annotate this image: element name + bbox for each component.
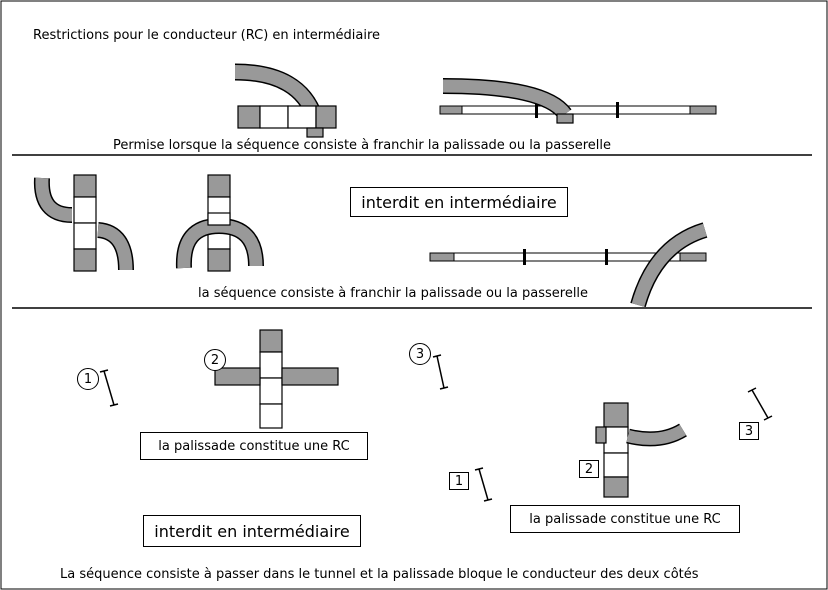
section2-caption: la séquence consiste à franchir la palis… bbox=[198, 286, 589, 301]
handler-marker-sq1 bbox=[474, 467, 484, 471]
tunnel-mouth bbox=[556, 113, 574, 124]
forbidden-label-box: interdit en intermédiaire bbox=[350, 187, 568, 217]
tunnel-body-right bbox=[281, 367, 339, 386]
walkway-end-left bbox=[429, 252, 455, 262]
section3-cross-tunnel bbox=[214, 329, 339, 429]
palisade-rc-box-right: la palissade constitue une RC bbox=[510, 505, 740, 533]
palisade-panel bbox=[259, 351, 283, 379]
handler-marker-sq1 bbox=[483, 498, 493, 502]
section3-right-tunnel bbox=[595, 402, 687, 498]
handler-marker-sq3 bbox=[751, 389, 769, 419]
palisade-panel bbox=[287, 105, 317, 129]
tunnel-body-left bbox=[214, 367, 261, 386]
section1-palisade-crossing bbox=[234, 63, 337, 138]
forbidden-label-text-2: interdit en intermédiaire bbox=[154, 521, 350, 541]
handler-marker-3 bbox=[432, 354, 442, 358]
palisade-end-bottom bbox=[73, 248, 97, 272]
handler-marker-1 bbox=[103, 370, 115, 406]
diagram-title: Restrictions pour le conducteur (RC) en … bbox=[33, 28, 381, 43]
section3-caption: La séquence consiste à passer dans le tu… bbox=[60, 567, 699, 582]
handler-marker-1 bbox=[99, 369, 109, 373]
palisade-end-right bbox=[315, 105, 337, 129]
walkway-deck bbox=[453, 252, 681, 262]
handler-marker-sq3 bbox=[747, 387, 757, 393]
palisade-end-top bbox=[207, 174, 231, 198]
handler-marker-3 bbox=[436, 355, 445, 389]
palisade-panel bbox=[207, 212, 231, 226]
tunnel-body bbox=[35, 177, 73, 222]
palisade-rc-text-left: la palissade constitue une RC bbox=[158, 438, 350, 454]
walkway-post bbox=[605, 249, 608, 265]
square-marker-1: 1 bbox=[449, 472, 469, 490]
palisade-end-left bbox=[237, 105, 261, 129]
square-marker-3: 3 bbox=[739, 422, 759, 440]
palisade-end-top bbox=[603, 402, 629, 428]
section1-caption: Permise lorsque la séquence consiste à f… bbox=[113, 138, 612, 153]
section1-footbridge-crossing bbox=[439, 78, 717, 124]
tunnel-body bbox=[626, 424, 687, 445]
tunnel-body bbox=[631, 223, 708, 307]
palisade-panel bbox=[259, 403, 283, 429]
palisade-panel bbox=[259, 105, 289, 129]
palisade-panel bbox=[603, 452, 629, 478]
palisade-panel bbox=[259, 377, 283, 405]
tunnel-mouth bbox=[306, 127, 324, 138]
handler-markers bbox=[99, 354, 773, 502]
section2-footbridge-crossing bbox=[429, 222, 708, 308]
handler-marker-3 bbox=[439, 386, 449, 390]
square-marker-2: 2 bbox=[579, 460, 599, 478]
tunnel-mouth bbox=[595, 426, 607, 444]
walkway-end-right bbox=[679, 252, 707, 262]
palisade-panel bbox=[73, 222, 97, 250]
handler-marker-sq3 bbox=[763, 415, 773, 421]
walkway-post bbox=[616, 102, 619, 118]
handler-marker-sq1 bbox=[478, 468, 489, 501]
circle-marker-1: 1 bbox=[77, 368, 99, 390]
walkway-end-right bbox=[689, 105, 717, 115]
palisade-end-top bbox=[73, 174, 97, 198]
palisade-end-top bbox=[259, 329, 283, 353]
circle-marker-2: 2 bbox=[204, 349, 226, 371]
forbidden-label-box-2: interdit en intermédiaire bbox=[143, 515, 361, 547]
walkway-deck bbox=[461, 105, 691, 115]
tunnel-body bbox=[442, 79, 571, 119]
tunnel-body bbox=[177, 219, 263, 269]
walkway-post bbox=[523, 249, 526, 265]
tunnel-body bbox=[97, 223, 133, 271]
handler-marker-1 bbox=[109, 403, 119, 407]
palisade-rc-box-left: la palissade constitue une RC bbox=[140, 432, 368, 460]
section2-u-tunnel bbox=[175, 174, 264, 272]
palisade-end-bottom bbox=[603, 476, 629, 498]
walkway-post bbox=[535, 102, 538, 118]
palisade-panel bbox=[73, 196, 97, 224]
circle-marker-3: 3 bbox=[409, 343, 431, 365]
palisade-rc-text-right: la palissade constitue une RC bbox=[529, 511, 721, 527]
palisade-panel bbox=[603, 426, 629, 454]
forbidden-label-text: interdit en intermédiaire bbox=[361, 192, 557, 212]
walkway-end-left bbox=[439, 105, 463, 115]
palisade-end-bottom bbox=[207, 248, 231, 272]
section2-s-tunnel bbox=[33, 174, 134, 272]
